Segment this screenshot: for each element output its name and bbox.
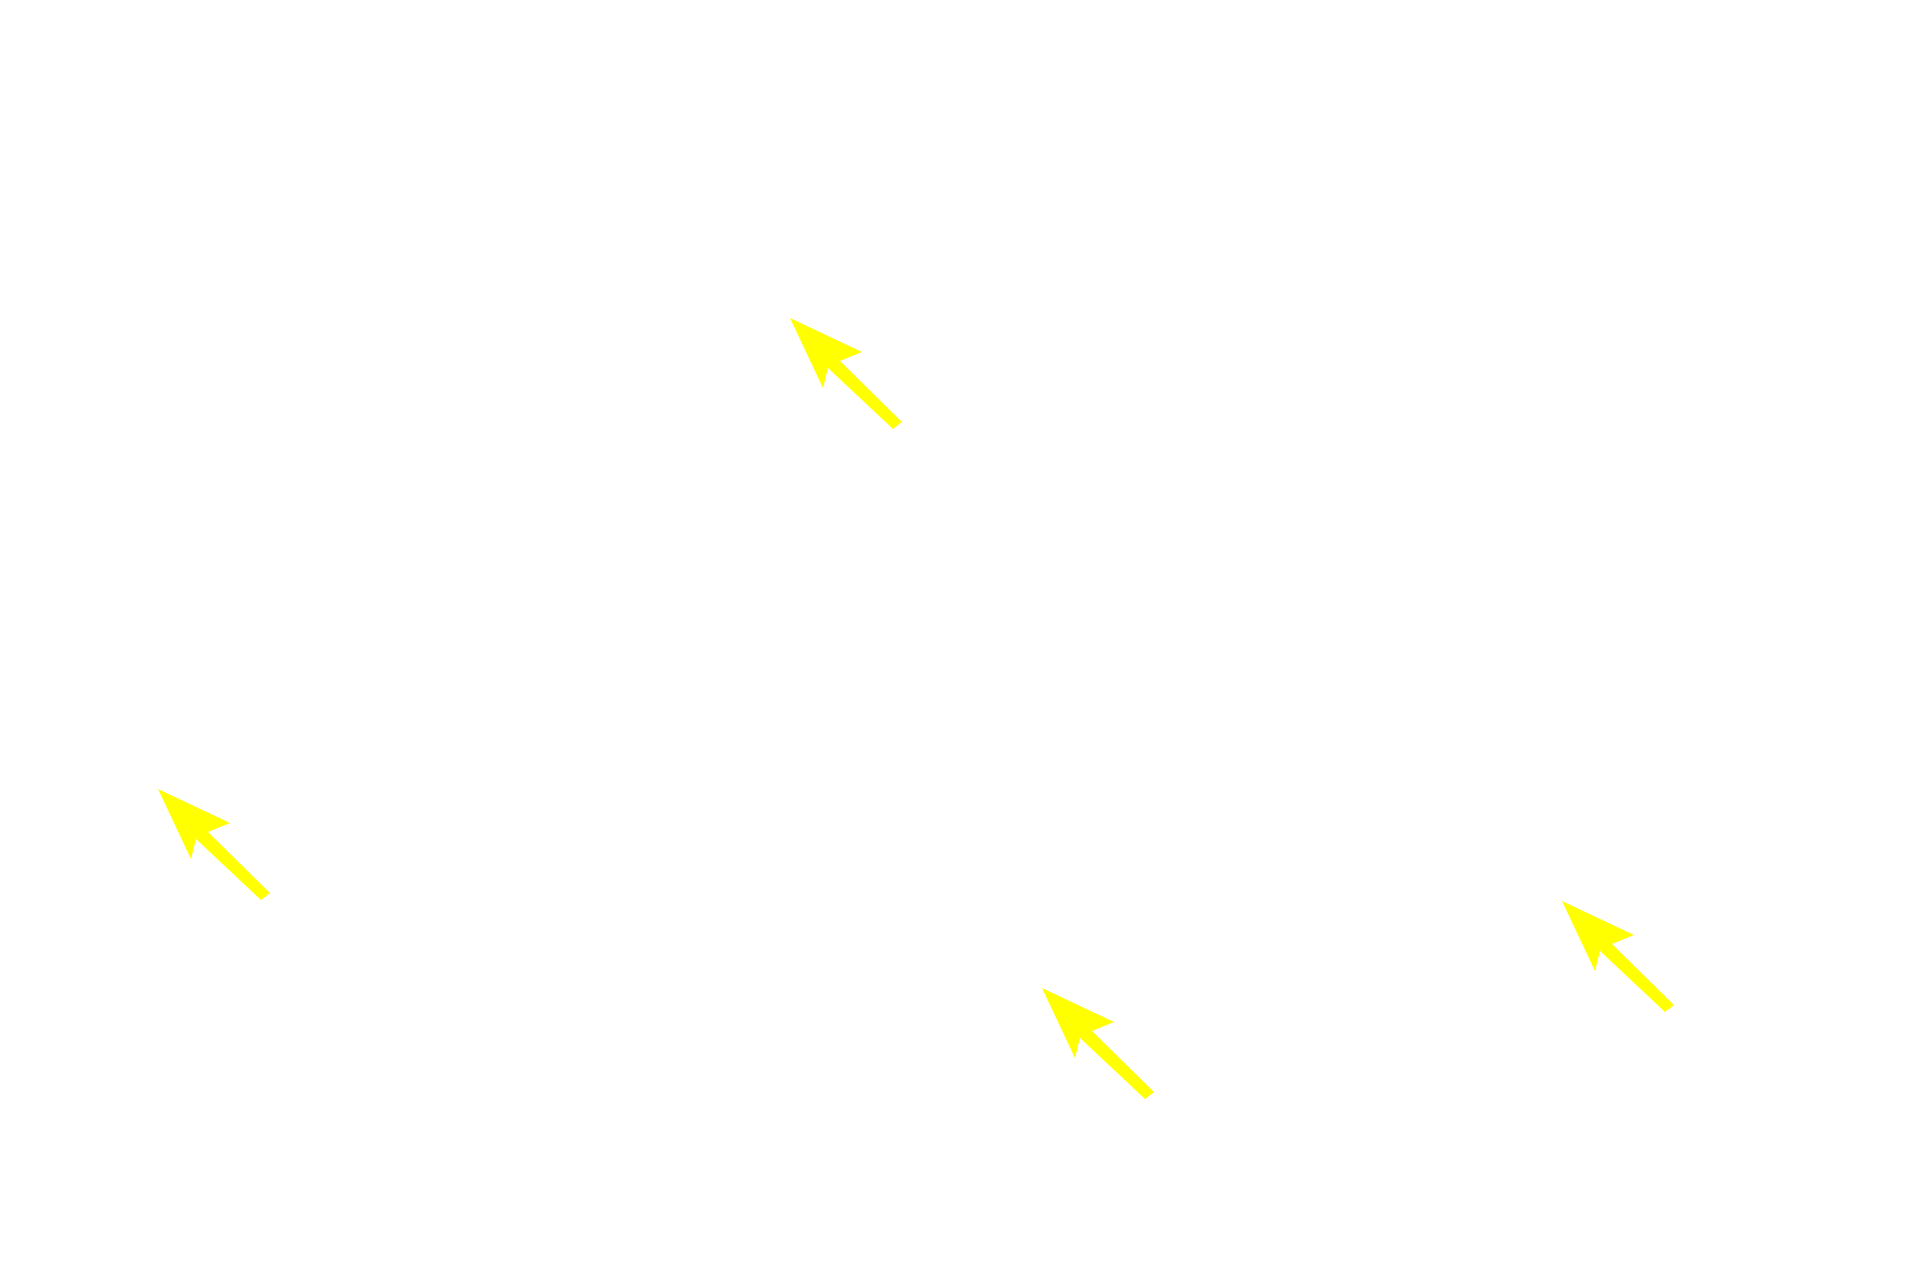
arrow-icon [158,789,270,900]
arrow-icon [1042,988,1154,1099]
arrow-icon [790,318,902,429]
arrow-icon [1562,901,1674,1012]
